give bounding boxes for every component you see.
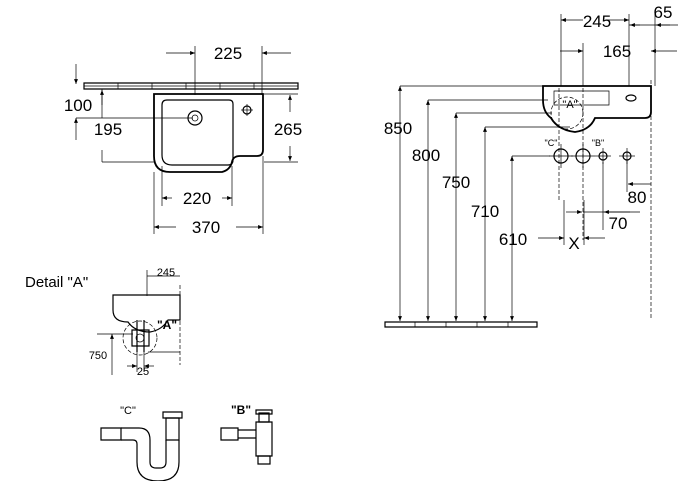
dim-x-label: X [568,234,579,253]
side-label-b: "B" [592,138,604,148]
basin-outline [154,94,263,172]
detail-dim-25-label: 25 [137,366,149,378]
dim-800-label: 800 [412,146,440,165]
dim-165-label: 165 [603,42,631,61]
dim-side-245-label: 245 [583,12,611,31]
basin-bowl [162,100,233,165]
trap-b: "B" [221,403,272,464]
detail-a-title: Detail "A" [25,274,88,291]
trap-c: "C" [101,405,182,481]
dim-195-label: 195 [94,120,122,139]
dim-370-label: 370 [192,218,220,237]
dim-610-label: 610 [499,230,527,249]
dim-65-label: 65 [654,3,673,22]
trap-c-label: "C" [120,405,136,417]
top-view: 225 100 195 265 220 370 [64,44,302,237]
dim-750-label: 750 [442,173,470,192]
dim-850-label: 850 [384,119,412,138]
dim-70-label: 70 [609,214,628,233]
outlet-symbols: "C" "B" [545,138,635,168]
dim-100-label: 100 [64,96,92,115]
dim-80-label: 80 [628,188,647,207]
dim-265-label: 265 [274,120,302,139]
floor-strip [385,322,537,327]
side-label-a: "A" [562,99,577,111]
dim-225-label: 225 [214,44,242,63]
detail-dim-750-label: 750 [89,350,107,362]
detail-dim-245-label: 245 [157,267,175,279]
side-view: "A" "C" "B" [384,3,678,327]
trap-b-label: "B" [231,403,251,417]
side-label-c: "C" [545,138,558,148]
dim-710-label: 710 [471,202,499,221]
wall-strip [84,83,298,89]
dim-220-label: 220 [183,189,211,208]
detail-a-label: "A" [157,318,177,332]
detail-a: Detail "A" "A" 245 750 25 [25,267,180,378]
